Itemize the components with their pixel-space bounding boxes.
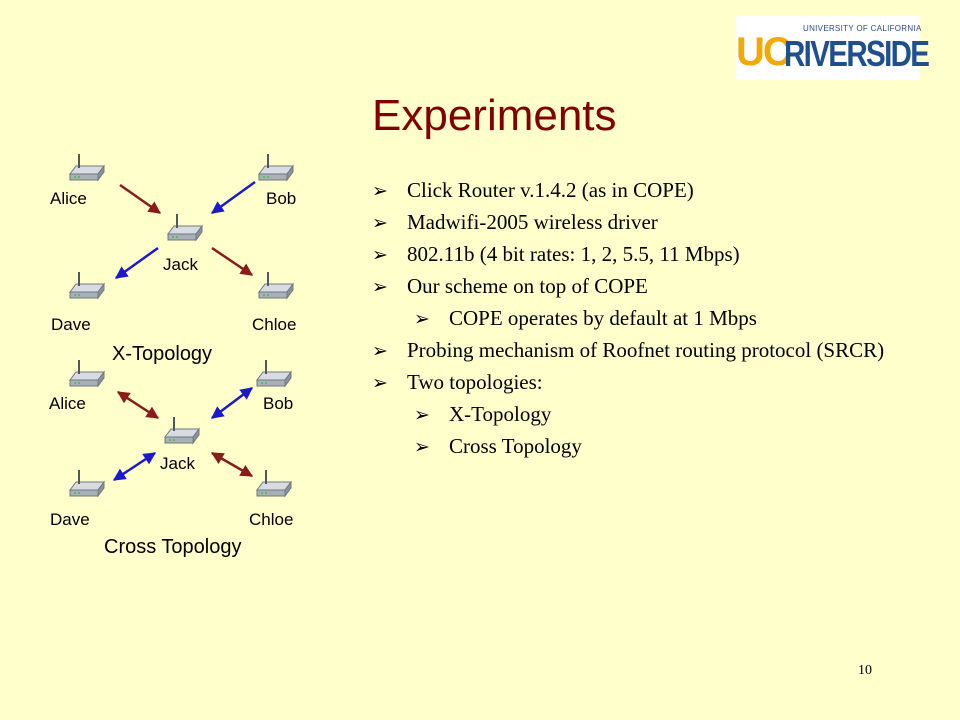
bullet-arrow-icon: ➢	[372, 244, 388, 266]
bullet-arrow-icon: ➢	[414, 308, 430, 330]
bullet-arrow-icon: ➢	[372, 276, 388, 298]
c-label-dave: Dave	[50, 510, 90, 529]
router-icon-c-dave	[69, 469, 105, 497]
bullet-item: ➢ Probing mechanism of Roofnet routing pr…	[372, 338, 932, 362]
router-icon-c-bob	[256, 359, 292, 387]
bullet-item: ➢ Our scheme on top of COPE	[372, 274, 932, 298]
bullet-text: Click Router v.1.4.2 (as in COPE)	[407, 178, 694, 202]
bullet-text: Probing mechanism of Roofnet routing pro…	[407, 338, 885, 362]
c-label-bob: Bob	[263, 394, 293, 413]
bullet-list: ➢ Click Router v.1.4.2 (as in COPE) ➢ Madw…	[372, 178, 932, 466]
bullet-arrow-icon: ➢	[414, 404, 430, 426]
c-arrow-bob-jack	[211, 387, 253, 419]
c-arrow-jack-chloe	[210, 451, 254, 478]
bullet-text: Two topologies:	[407, 370, 543, 394]
bullet-text: X-Topology	[449, 402, 552, 426]
bullet-text: Our scheme on top of COPE	[407, 274, 648, 298]
bullet-arrow-icon: ➢	[372, 372, 388, 394]
bullet-text: Cross Topology	[449, 434, 582, 458]
router-icon-x-alice	[69, 153, 105, 181]
x-topology-caption: X-Topology	[112, 343, 212, 365]
page-number: 10	[858, 663, 872, 678]
bullet-item: ➢ Click Router v.1.4.2 (as in COPE)	[372, 178, 932, 202]
bullet-arrow-icon: ➢	[372, 340, 388, 362]
c-arrow-alice-jack	[116, 390, 160, 420]
logo-uc-text: UC	[736, 30, 792, 74]
router-icon-x-chloe	[258, 271, 294, 299]
router-icon-x-bob	[258, 153, 294, 181]
bullet-arrow-icon: ➢	[372, 212, 388, 234]
x-label-chloe: Chloe	[252, 315, 296, 334]
sub-bullet-item: ➢ X-Topology	[414, 402, 932, 426]
cross-topology-caption: Cross Topology	[104, 536, 241, 558]
logo-university-text: UNIVERSITY OF CALIFORNIA	[803, 24, 922, 33]
c-label-alice: Alice	[49, 394, 86, 413]
router-icon-c-jack	[164, 416, 200, 444]
c-label-jack: Jack	[160, 454, 195, 473]
x-label-alice: Alice	[50, 189, 87, 208]
bullet-arrow-icon: ➢	[414, 436, 430, 458]
bullet-text: COPE operates by default at 1 Mbps	[449, 306, 757, 330]
c-arrow-jack-dave	[112, 451, 157, 482]
bullet-item: ➢ 802.11b (4 bit rates: 1, 2, 5.5, 11 Mbp…	[372, 242, 932, 266]
sub-bullet-item: ➢ COPE operates by default at 1 Mbps	[414, 306, 932, 330]
x-arrow-jack-chloe	[211, 246, 254, 277]
router-icon-x-jack	[167, 213, 203, 241]
sub-bullet-item: ➢ Cross Topology	[414, 434, 932, 458]
x-arrow-jack-dave	[114, 246, 159, 280]
slide-title: Experiments	[372, 91, 617, 140]
bullet-text: Madwifi-2005 wireless driver	[407, 210, 658, 234]
bullet-arrow-icon: ➢	[372, 180, 388, 202]
bullet-item: ➢ Two topologies:	[372, 370, 932, 394]
router-icon-c-chloe	[256, 469, 292, 497]
router-icon-c-alice	[69, 359, 105, 387]
x-arrow-bob-jack	[210, 180, 256, 215]
c-label-chloe: Chloe	[249, 510, 293, 529]
router-icon-x-dave	[69, 271, 105, 299]
x-label-bob: Bob	[266, 189, 296, 208]
x-label-dave: Dave	[51, 315, 91, 334]
ucr-logo: UNIVERSITY OF CALIFORNIA UC RIVERSIDE	[736, 16, 930, 80]
logo-riverside-text: RIVERSIDE	[784, 33, 930, 74]
bullet-text: 802.11b (4 bit rates: 1, 2, 5.5, 11 Mbps…	[407, 242, 740, 266]
x-arrow-alice-jack	[119, 183, 162, 215]
x-label-jack: Jack	[163, 255, 198, 274]
bullet-item: ➢ Madwifi-2005 wireless driver	[372, 210, 932, 234]
